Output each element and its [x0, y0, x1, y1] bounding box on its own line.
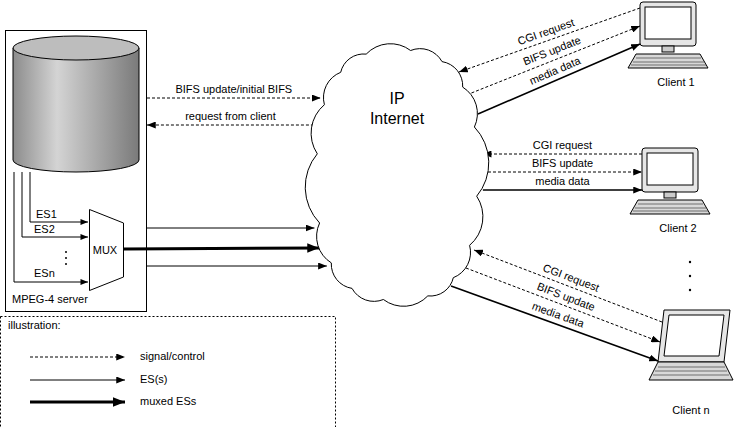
mux-trapezoid	[90, 210, 124, 291]
stream-label: ESn	[34, 267, 55, 280]
edge-label: BIFS update	[532, 157, 593, 170]
edge-label: media data	[535, 175, 589, 188]
legend-text: ES(s)	[140, 373, 168, 386]
monitor-stand	[662, 46, 674, 52]
es-line	[14, 172, 88, 282]
node-label: Client 1	[618, 76, 734, 89]
legend-heading: illustration:	[8, 319, 61, 332]
stream-arrow	[147, 266, 327, 267]
control-arrow	[483, 172, 642, 173]
es-line	[22, 172, 88, 237]
database-body	[13, 48, 139, 172]
legend-frame	[1, 317, 336, 427]
ellipsis-dot	[65, 263, 67, 265]
cloud-shape	[312, 45, 482, 305]
control-arrow	[471, 26, 640, 93]
legend-sample	[30, 401, 125, 404]
legend-text: muxed ESs	[140, 395, 196, 408]
keyboard-keys	[631, 58, 706, 65]
cloud-node: IP Internet	[312, 45, 482, 305]
server-node: MUX MPEG-4 server	[5, 30, 147, 312]
keyboard	[630, 200, 710, 214]
node-label: Client n	[638, 404, 736, 417]
control-arrow	[483, 154, 642, 155]
monitor-stand	[664, 192, 676, 198]
edge-label: request from client	[185, 110, 275, 123]
monitor	[642, 148, 698, 192]
node-label: Client 2	[620, 222, 736, 235]
mux-node: MUX	[89, 209, 124, 291]
node-label: IP Internet	[370, 89, 424, 129]
ellipsis-dot	[689, 289, 691, 291]
keyboard-keys	[653, 367, 729, 375]
screen	[664, 315, 724, 356]
control-arrow	[459, 8, 640, 72]
laptop-lid	[658, 310, 730, 362]
ellipsis-dot	[65, 251, 67, 253]
monitor	[640, 2, 696, 46]
database-top	[13, 36, 139, 60]
ellipsis-dot	[65, 257, 67, 259]
laptop-node: Client n	[648, 310, 734, 424]
node-label: MUX	[89, 244, 124, 257]
legend-sample	[30, 380, 125, 381]
control-arrow	[147, 98, 321, 99]
es-line	[30, 172, 88, 222]
legend-text: signal/control	[140, 350, 205, 363]
pc-node: Client 2	[630, 148, 726, 246]
ellipsis-dot	[689, 275, 691, 277]
legend-sample	[30, 357, 125, 358]
stream-label: ES1	[36, 208, 57, 221]
internet-cloud	[305, 44, 489, 307]
screen	[645, 7, 691, 39]
keyboard-keys	[633, 204, 708, 211]
edge-label: CGI request	[533, 139, 592, 152]
edge-label: BIFS update/initial BIFS	[175, 83, 292, 96]
node-label: MPEG-4 server	[12, 293, 88, 306]
screen	[647, 153, 693, 185]
keyboard	[628, 54, 708, 68]
laptop-base	[649, 362, 733, 380]
stream-arrow	[483, 189, 642, 191]
control-arrow	[147, 125, 314, 126]
ellipsis-dot	[689, 261, 691, 263]
stream-label: ES2	[34, 223, 55, 236]
pc-node: Client 1	[628, 2, 724, 98]
stream-arrow	[147, 228, 314, 229]
stream-arrow	[124, 248, 319, 249]
